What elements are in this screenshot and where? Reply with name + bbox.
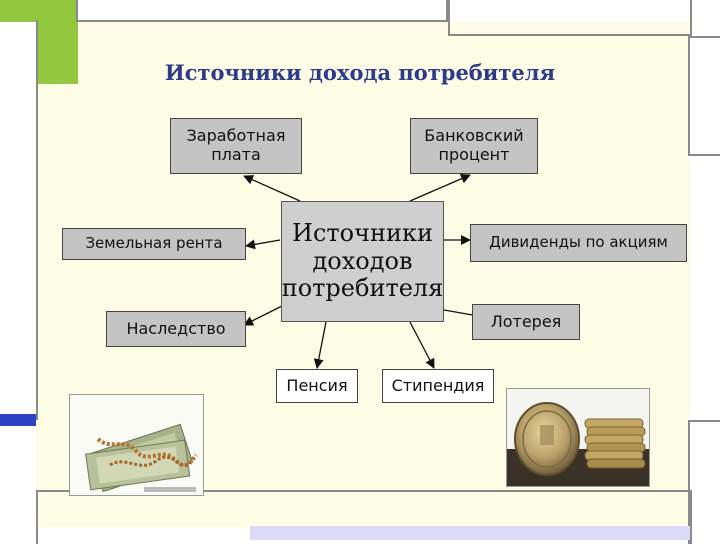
center-node: Источники доходов потребителя xyxy=(281,201,444,322)
coins-image xyxy=(507,389,649,486)
node-bank-interest: Банковский процент xyxy=(410,118,538,174)
node-salary-line-2: плата xyxy=(211,145,261,164)
node-bank-interest-line-1: Банковский xyxy=(424,126,524,146)
frame-top-right xyxy=(448,0,692,36)
node-dividends: Дивиденды по акциям xyxy=(470,224,687,262)
node-dividends-label: Дивиденды по акциям xyxy=(489,233,668,252)
node-salary-line-1: Заработная xyxy=(186,126,286,146)
node-scholarship: Стипендия xyxy=(382,369,494,403)
node-land-rent-label: Земельная рента xyxy=(85,234,223,253)
node-bank-interest-line-2: процент xyxy=(438,145,510,164)
node-salary: Заработная плата xyxy=(170,118,302,174)
accent-lavender-bar xyxy=(250,526,690,540)
frame-bottom-right xyxy=(688,420,720,544)
frame-top xyxy=(76,0,448,22)
coins-photo xyxy=(506,388,650,487)
accent-green-bar-left xyxy=(38,22,78,84)
center-node-line-2: доходов xyxy=(312,246,413,275)
banknotes-image xyxy=(70,395,203,495)
node-inheritance: Наследство xyxy=(106,311,246,347)
accent-green-bar-top xyxy=(0,0,76,22)
page-title: Источники дохода потребителя xyxy=(164,60,556,85)
money-chain-photo xyxy=(69,394,204,496)
node-scholarship-label: Стипендия xyxy=(391,375,485,395)
node-inheritance-label: Наследство xyxy=(126,318,226,338)
center-node-line-3: потребителя xyxy=(281,274,444,303)
node-lottery: Лотерея xyxy=(472,304,580,340)
frame-bottom xyxy=(36,490,692,544)
frame-right xyxy=(688,36,720,156)
center-node-line-1: Источники xyxy=(292,219,433,248)
node-land-rent: Земельная рента xyxy=(62,228,246,260)
node-lottery-label: Лотерея xyxy=(490,311,562,331)
node-pension-label: Пенсия xyxy=(286,375,348,395)
node-pension: Пенсия xyxy=(276,369,358,403)
accent-blue-mark xyxy=(0,414,36,426)
